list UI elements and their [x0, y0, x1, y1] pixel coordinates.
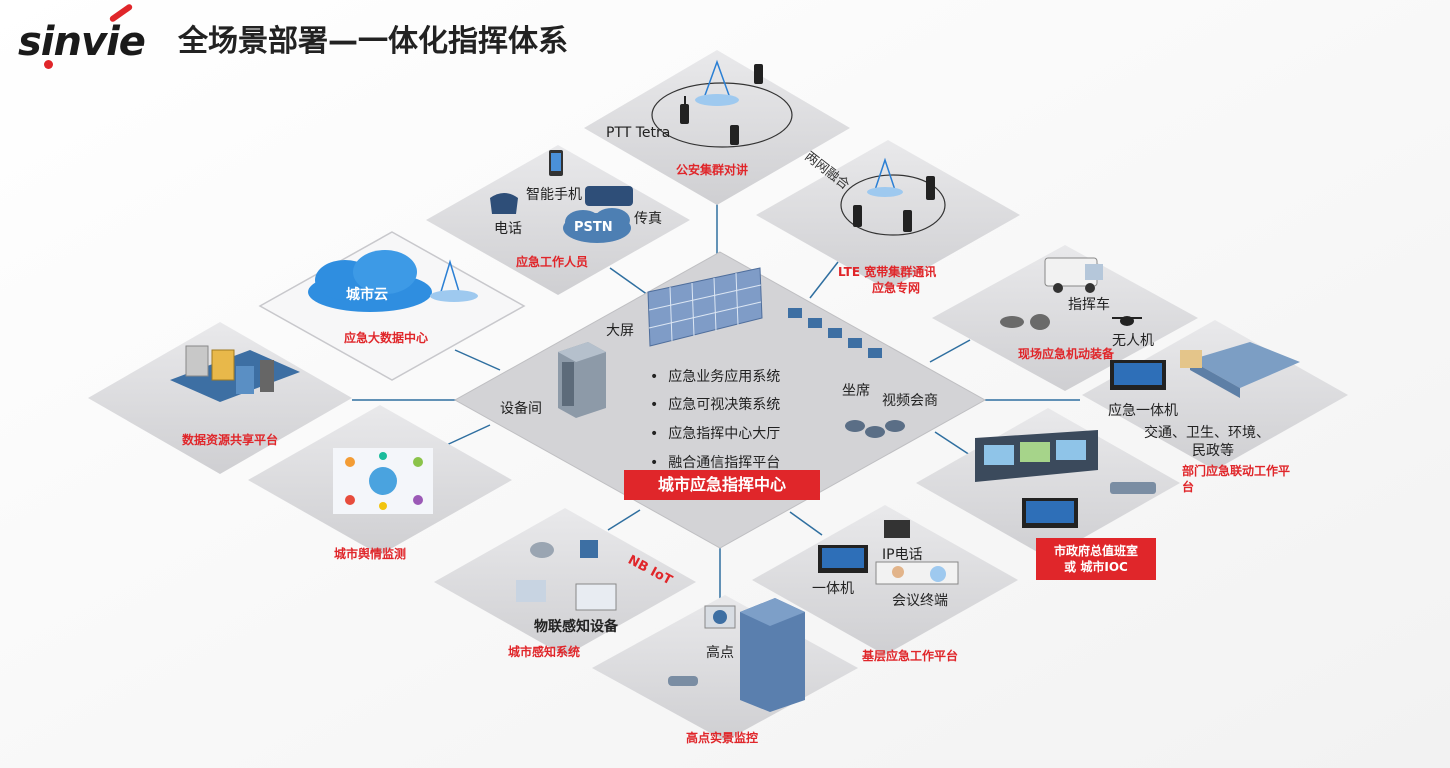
tile-mobile: [932, 245, 1198, 391]
dept-title-line2: 台: [1182, 480, 1195, 494]
lte-title-line2: 应急专网: [872, 281, 921, 295]
tile-iot: [434, 508, 696, 656]
dept-line2: 民政等: [1192, 443, 1234, 459]
center-bullet-3: 应急指挥中心大厅: [650, 425, 780, 443]
pstn-label: PSTN: [574, 220, 613, 235]
field-gear-icon: [1000, 314, 1050, 330]
grassroots-title: 基层应急工作平台: [862, 649, 959, 663]
lte-title-line1: LTE 宽带集群通讯: [838, 265, 937, 279]
staff-title: 应急工作人员: [516, 255, 589, 269]
video-wall-icon: [647, 267, 763, 347]
sentiment-title: 城市舆情监测: [334, 547, 407, 561]
command-vehicle-label: 指挥车: [1068, 297, 1110, 313]
ptt-label: PTT Tetra: [606, 125, 671, 141]
drone-label: 无人机: [1112, 333, 1154, 349]
sentiment-graph-icon: [333, 448, 433, 514]
center-bullet-2: 应急可视决策系统: [650, 396, 780, 414]
fax-label: 传真: [634, 211, 662, 227]
ioc-screens-icon: [975, 430, 1156, 528]
tile-ptt: [584, 50, 850, 205]
phone-label: 电话: [494, 221, 522, 237]
command-vehicle-icon: [1044, 257, 1103, 293]
tile-lte: [756, 140, 1020, 290]
data-share-title: 数据资源共享平台: [182, 433, 279, 447]
dept-line1: 交通、卫生、环境、: [1144, 425, 1270, 441]
iot-title: 城市感知系统: [508, 645, 581, 659]
grassroots-devices-icon: [818, 520, 959, 585]
cloud-icon: [308, 250, 478, 312]
dept-all-in-one-label: 应急一体机: [1108, 403, 1178, 419]
video-conf-label: 视频会商: [882, 393, 938, 409]
page-title: 全场景部署—一体化指挥体系: [178, 24, 568, 59]
ptt-title: 公安集群对讲: [676, 163, 749, 177]
seat-monitors-icon: [788, 308, 882, 358]
equipment-room-label: 设备间: [500, 401, 542, 417]
equipment-cabinet-icon: [558, 342, 606, 418]
staff-icons: [490, 150, 633, 243]
drone-icon: [1112, 316, 1142, 326]
highpoint-title: 高点实景监控: [686, 731, 759, 745]
cloud-title: 应急大数据中心: [344, 331, 429, 345]
iot-devices-label: 物联感知设备: [534, 619, 618, 635]
ptt-ring-icon: [651, 59, 793, 148]
smartphone-label: 智能手机: [526, 187, 582, 203]
highpoint-label: 高点: [706, 645, 734, 661]
tile-staff: [426, 145, 690, 295]
sinvie-logo: sinvie: [18, 19, 146, 65]
video-conf-icon: [845, 420, 905, 438]
city-cloud-label: 城市云: [346, 287, 388, 303]
gov-line1: 市政府总值班室: [1053, 544, 1138, 558]
lte-ring-icon: [840, 157, 946, 236]
dept-terminal-icon: [1110, 342, 1300, 398]
center-bullet-1: 应急业务应用系统: [650, 368, 780, 386]
big-screen-label: 大屏: [606, 323, 634, 339]
gov-line2: 或 城市IOC: [1064, 560, 1128, 574]
gov-ioc-banner: 市政府总值班室 或 城市IOC: [1036, 538, 1156, 580]
logo-dot-icon: [44, 60, 53, 69]
dept-title-line1: 部门应急联动工作平: [1182, 464, 1291, 478]
connector-lines: [352, 200, 1080, 600]
center-banner: 城市应急指挥中心: [624, 470, 820, 500]
highpoint-icons: [668, 598, 805, 712]
grassroots-all-in-one-label: 一体机: [812, 581, 854, 597]
center-bullet-4: 融合通信指挥平台: [650, 454, 780, 472]
server-rack-icon: [170, 345, 300, 402]
seats-label: 坐席: [842, 383, 870, 399]
conference-terminal-label: 会议终端: [892, 593, 948, 609]
ip-phone-label: IP电话: [882, 547, 923, 563]
iot-devices-icon: [516, 540, 617, 611]
mobile-title: 现场应急机动装备: [1018, 347, 1115, 361]
